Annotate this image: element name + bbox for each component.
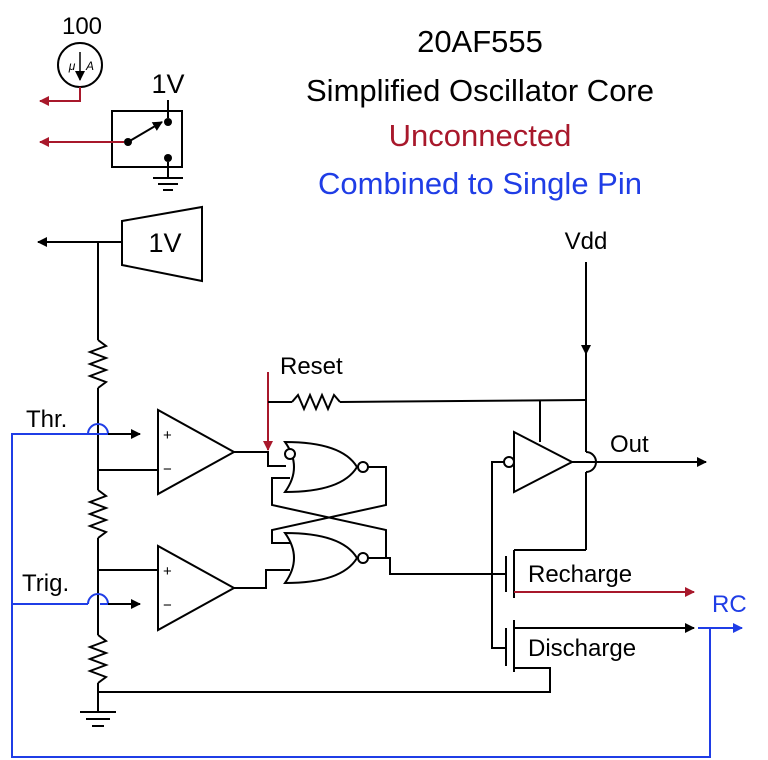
output-buffer-bubble [503, 456, 515, 468]
switch-contact-left [124, 138, 132, 146]
nor-bottom-output-bubble [357, 552, 369, 564]
reference-buffer: 1V [37, 205, 203, 283]
ground-icon-switch [153, 177, 183, 191]
legend-combined: Combined to Single Pin [318, 166, 642, 201]
meter-value-label: 100 [62, 13, 102, 40]
title-description: Simplified Oscillator Core [306, 73, 654, 108]
output-buffer: Out [503, 430, 707, 550]
reset-label: Reset [280, 353, 343, 380]
rc-pin-label: RC [712, 591, 747, 618]
switch-contact-top [164, 118, 172, 126]
discharge-transistor: Discharge [98, 620, 695, 693]
switch-voltage-label: 1V [151, 69, 184, 99]
out-label: Out [610, 431, 649, 458]
comparator-trigger: + − [98, 544, 237, 632]
threshold-crossing-hop [87, 423, 109, 435]
recharge-transistor: Recharge [498, 549, 695, 598]
legend-unconnected: Unconnected [389, 118, 572, 153]
discharge-label: Discharge [528, 635, 636, 662]
gate-drive-bus [491, 461, 504, 649]
ground-icon-main [80, 711, 116, 727]
meter-unit-mu: μ [68, 59, 76, 73]
reset-input: Reset [263, 353, 587, 451]
resistor-middle [87, 489, 109, 539]
resistor-bottom [87, 634, 109, 684]
nor-gate-bottom [234, 477, 498, 589]
current-meter: 100 μ A [39, 13, 103, 106]
nor-gate-top [234, 440, 387, 544]
rc-combined-wire [11, 433, 743, 758]
switch-block: 1V [39, 69, 185, 191]
comparator-bottom-minus: − [163, 597, 172, 614]
recharge-label: Recharge [528, 561, 632, 588]
trigger-label: Trig. [22, 570, 69, 597]
comparator-threshold: + − [98, 408, 237, 496]
reference-buffer-shape [121, 205, 203, 283]
switch-contact-bottom [164, 154, 172, 162]
title-part-number: 20AF555 [417, 24, 543, 59]
comparator-top-plus: + [163, 427, 172, 444]
trigger-crossing-hop [87, 593, 109, 605]
vdd-label: Vdd [565, 228, 608, 255]
meter-output-wire [39, 87, 81, 106]
resistor-top [87, 339, 109, 389]
divider-ladder [80, 242, 116, 727]
nor-top-reset-bubble [284, 448, 296, 460]
nor-top-output-bubble [357, 461, 369, 473]
reference-voltage-label: 1V [148, 228, 181, 258]
threshold-label: Thr. [26, 406, 67, 433]
switch-arm [127, 121, 163, 143]
reset-pullup-resistor [291, 392, 341, 412]
meter-unit-a: A [85, 59, 94, 73]
vdd-rail: Vdd [539, 228, 608, 452]
comparator-bottom-plus: + [163, 563, 172, 580]
comparator-top-minus: − [163, 461, 172, 478]
